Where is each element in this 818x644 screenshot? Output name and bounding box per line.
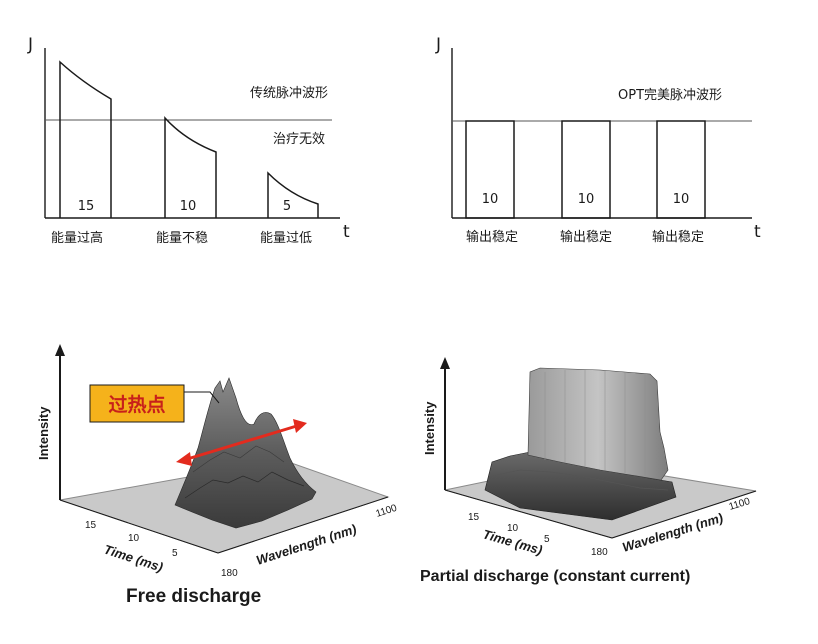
intensity-axis-arrow — [440, 357, 450, 369]
spread-arrow-line — [183, 423, 301, 462]
time-tick: 10 — [507, 523, 519, 534]
pulse-caption: 能量过低 — [260, 231, 312, 246]
partial-discharge-plot: Intensity 15 10 5 Time (ms) 180 Waveleng… — [420, 357, 757, 585]
intensity-axis-label: Intensity — [36, 406, 51, 460]
pulse-value: 10 — [673, 192, 690, 207]
pulse-caption: 输出稳定 — [652, 229, 704, 245]
time-tick: 5 — [172, 548, 178, 559]
opt-pulse-diagram: J t OPT完美脉冲波形 10 输出稳定 10 输出稳定 10 输出稳定 — [435, 35, 761, 245]
pulse-value: 10 — [180, 199, 197, 214]
surface-mesh-line — [192, 445, 285, 473]
pulse-shape — [656, 120, 706, 219]
pulse-shape — [561, 120, 611, 219]
waveform-label: 传统脉冲波形 — [250, 86, 328, 101]
traditional-pulse-diagram: J t 传统脉冲波形 治疗无效 15 能量过高 10 能量不稳 5 能量过低 — [27, 35, 350, 246]
time-tick: 10 — [128, 533, 140, 544]
spread-arrow-left-head — [176, 452, 192, 466]
waveform-label: OPT完美脉冲波形 — [618, 88, 722, 103]
spectrum-surface — [174, 377, 317, 529]
pulse-shape — [164, 116, 217, 218]
hotspot-callout-box — [89, 384, 185, 423]
spread-arrow-right-head — [293, 419, 307, 433]
pulse-value: 10 — [482, 192, 499, 207]
x-axis-label: t — [343, 222, 350, 242]
intensity-axis-label: Intensity — [422, 401, 437, 455]
time-tick: 15 — [85, 520, 97, 531]
wavelength-start-tick: 180 — [221, 568, 238, 579]
pulse-shape — [267, 171, 319, 218]
pulse-value: 15 — [78, 199, 95, 214]
surface-mesh-line — [184, 471, 305, 499]
threshold-label: 治疗无效 — [273, 132, 325, 147]
wavelength-axis-line — [217, 496, 389, 554]
pulse-shape — [465, 120, 515, 219]
pulse-caption: 能量过高 — [51, 230, 103, 246]
wavelength-end-tick: 1100 — [375, 503, 399, 520]
hotspot-leader-line — [184, 391, 220, 404]
intensity-axis-arrow — [55, 344, 65, 356]
free-discharge-plot: Intensity 过热点 15 10 5 Time (ms) 180 Wave… — [36, 344, 399, 607]
pulse-value: 10 — [578, 192, 595, 207]
pulse-value: 5 — [283, 199, 291, 214]
pulse-caption: 能量不稳 — [156, 230, 208, 246]
time-axis-label: Time (ms) — [102, 542, 165, 575]
y-axis-label: J — [27, 35, 33, 55]
plot-title: Partial discharge (constant current) — [420, 568, 690, 585]
pulse-caption: 输出稳定 — [560, 229, 612, 245]
y-axis-label: J — [435, 35, 441, 55]
spectrum-plateau — [527, 367, 669, 481]
time-tick: 5 — [544, 534, 550, 545]
surface-mesh-line — [491, 469, 669, 491]
time-tick: 15 — [468, 512, 480, 523]
wavelength-start-tick: 180 — [591, 547, 608, 558]
hotspot-label: 过热点 — [108, 393, 165, 416]
plot-title: Free discharge — [126, 586, 261, 607]
time-axis-line — [444, 489, 613, 539]
pulse-caption: 输出稳定 — [466, 229, 518, 245]
x-axis-label: t — [754, 222, 761, 242]
wavelength-axis-line — [611, 490, 757, 539]
surface-mesh-line — [544, 370, 646, 476]
time-axis-line — [59, 499, 219, 554]
pulse-shape — [59, 60, 112, 218]
